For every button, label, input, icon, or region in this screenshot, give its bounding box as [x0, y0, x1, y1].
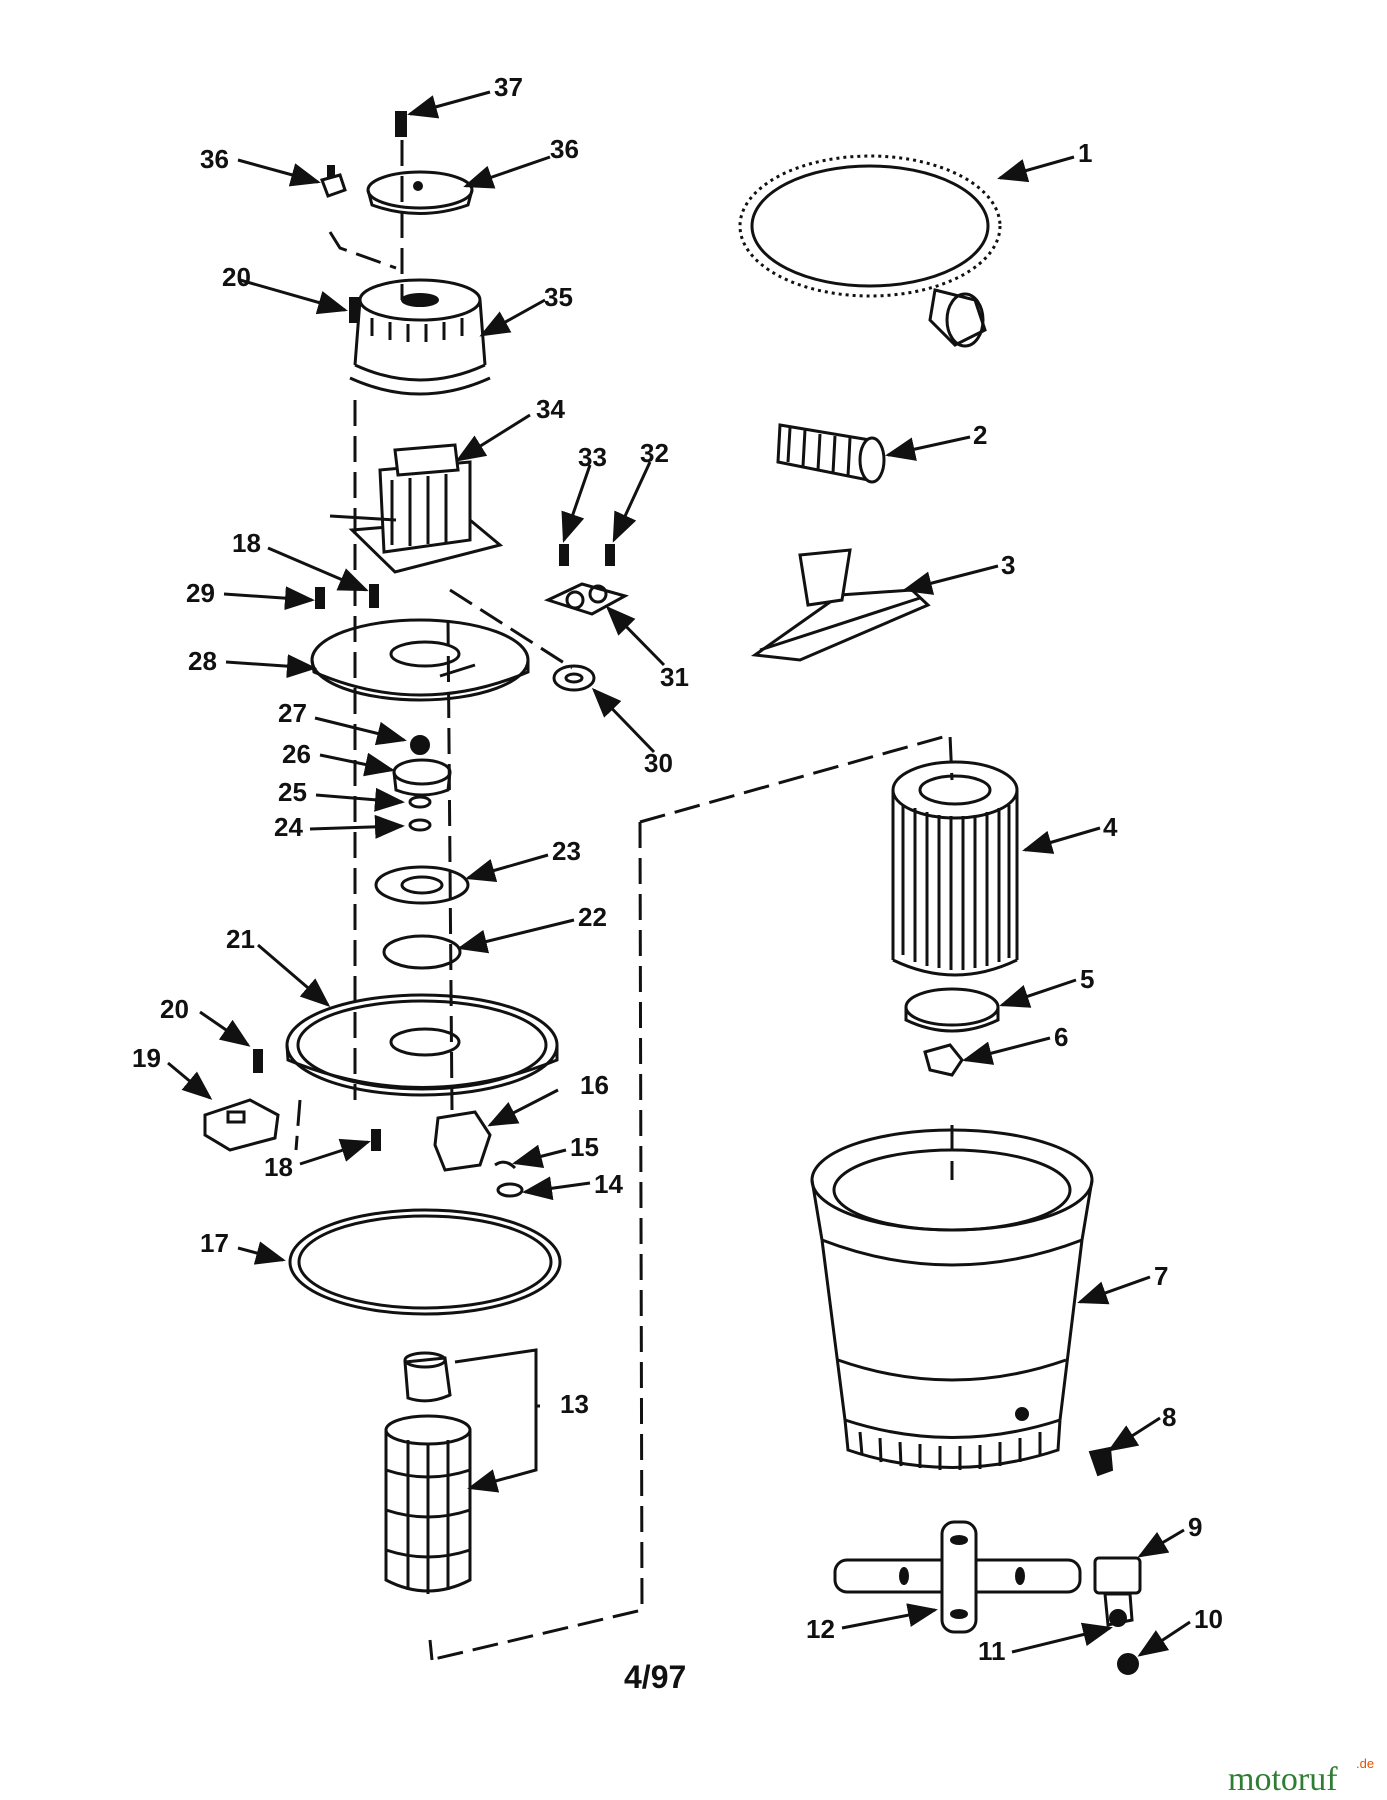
callout-3: 3 [1001, 550, 1015, 580]
part-tank-fastener [1088, 1446, 1114, 1477]
leader-lines [167, 90, 1191, 1657]
callout-25: 25 [278, 777, 307, 807]
callout-22: 22 [578, 902, 607, 932]
callout-31: 31 [660, 662, 689, 692]
part-gasket [288, 1208, 562, 1316]
callout-1: 1 [1078, 138, 1092, 168]
callout-23: 23 [552, 836, 581, 866]
callout-27: 27 [278, 698, 307, 728]
part-top-screw [395, 111, 407, 137]
callout-16: 16 [580, 1070, 609, 1100]
part-adapter [776, 423, 886, 484]
part-base-plate [285, 993, 559, 1097]
part-filter-cage [384, 1351, 472, 1594]
callout-4: 4 [1103, 812, 1118, 842]
callout-24: 24 [274, 812, 303, 842]
part-switch-bracket [543, 544, 629, 692]
callout-33: 33 [578, 442, 607, 472]
callout-18-upper: 18 [232, 528, 261, 558]
part-motor-cover [349, 278, 491, 396]
part-nut [923, 1043, 964, 1077]
part-hose [738, 154, 1002, 348]
callout-9: 9 [1188, 1512, 1202, 1542]
callout-26: 26 [282, 739, 311, 769]
callout-20-upper: 20 [222, 262, 251, 292]
part-caster [1093, 1556, 1142, 1675]
callout-2: 2 [973, 420, 987, 450]
watermark-logo: motoruf .de [1228, 1756, 1374, 1798]
part-motor-cap [366, 170, 474, 215]
part-motor-plate [310, 618, 530, 702]
callout-30: 30 [644, 748, 673, 778]
watermark-brand: motoruf [1228, 1761, 1338, 1798]
part-motor [329, 443, 504, 574]
watermark-suffix: .de [1356, 1756, 1374, 1771]
callout-7: 7 [1154, 1261, 1168, 1291]
callout-35: 35 [544, 282, 573, 312]
callout-10: 10 [1194, 1604, 1223, 1634]
callout-37: 37 [494, 72, 523, 102]
part-tank [810, 1128, 1094, 1470]
part-side-bracket [203, 1049, 280, 1152]
callout-6: 6 [1054, 1022, 1068, 1052]
part-cartridge-filter [891, 760, 1019, 977]
callout-12: 12 [806, 1614, 835, 1644]
part-switch-knob [320, 165, 347, 198]
part-floor-nozzle [750, 548, 931, 662]
part-float [371, 1110, 524, 1198]
callout-21: 21 [226, 924, 255, 954]
callout-19: 19 [132, 1043, 161, 1073]
callout-36-cap: 36 [550, 134, 579, 164]
part-cover-screw [349, 297, 359, 323]
callout-18-lower: 18 [264, 1152, 293, 1182]
part-dolly-base [833, 1520, 1082, 1634]
callout-28: 28 [188, 646, 217, 676]
callout-15: 15 [570, 1132, 599, 1162]
part-filter-cap [904, 987, 1000, 1033]
callout-32: 32 [640, 438, 669, 468]
callout-29: 29 [186, 578, 215, 608]
callout-36-knob: 36 [200, 144, 229, 174]
callout-8: 8 [1162, 1402, 1176, 1432]
callout-11: 11 [978, 1636, 1006, 1666]
assembly-lines [294, 140, 954, 1662]
callout-34: 34 [536, 394, 565, 424]
part-impeller-housing [374, 865, 470, 970]
date-code: 4/97 [624, 1659, 686, 1695]
callout-labels: 1 2 3 4 5 6 7 8 9 10 11 12 13 14 15 16 1… [132, 72, 1223, 1666]
callout-13: 13 [560, 1389, 589, 1419]
callout-5: 5 [1080, 964, 1094, 994]
part-plate-screws [315, 584, 379, 609]
callout-14: 14 [594, 1169, 623, 1199]
callout-17: 17 [200, 1228, 229, 1258]
part-impeller-stack [392, 735, 452, 832]
callout-20-lower: 20 [160, 994, 189, 1024]
